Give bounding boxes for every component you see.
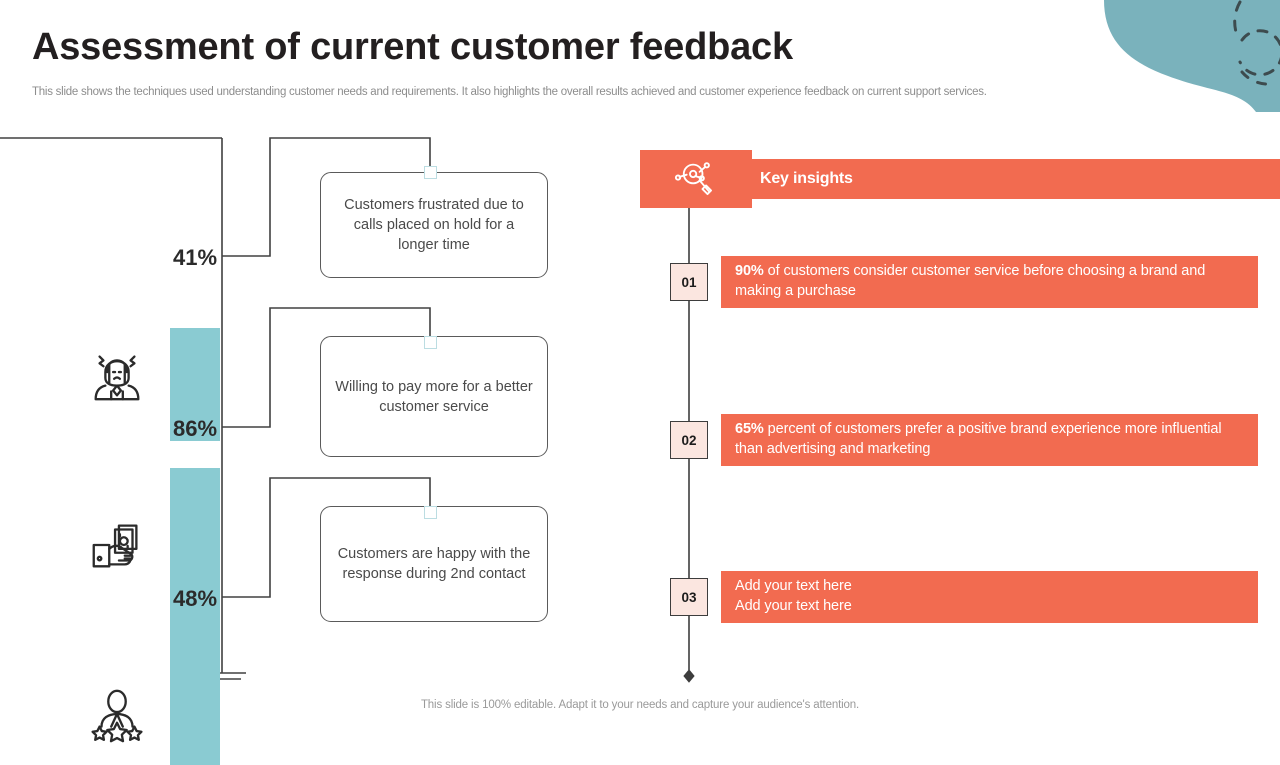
insight-number-01: 01 — [670, 263, 708, 301]
bar-41 — [170, 328, 220, 441]
bar-label-41: 41% — [172, 245, 218, 270]
insight-text-02: 65% percent of customers prefer a positi… — [735, 420, 1244, 459]
desc-card-3: Customers are happy with the response du… — [320, 506, 548, 622]
bar-label-48: 48% — [172, 586, 218, 611]
insight-line1-03: Add your text here — [735, 578, 852, 595]
left-diagram-panel: 41% Customers frustrated due to calls pl… — [0, 128, 600, 765]
insight-row-02: 02 65% percent of customers prefer a pos… — [640, 414, 1280, 466]
insight-number-03: 03 — [670, 578, 708, 616]
insight-lead-02: 65% — [735, 421, 764, 438]
insight-bar-02[interactable]: 65% percent of customers prefer a positi… — [721, 414, 1258, 466]
insight-number-02: 02 — [670, 421, 708, 459]
node-marker-2 — [424, 336, 437, 349]
insight-bar-03[interactable]: Add your text here Add your text here — [721, 571, 1258, 623]
bar-86 — [170, 468, 220, 638]
node-marker-1 — [424, 166, 437, 179]
insight-line2-03: Add your text here — [735, 598, 852, 614]
bar-label-86: 86% — [172, 416, 218, 441]
insight-row-03: 03 Add your text here Add your text here — [640, 571, 1280, 623]
hand-holding-money-icon — [86, 514, 148, 576]
insight-row-01: 01 90% of customers consider customer se… — [640, 256, 1280, 308]
magnifier-analytics-icon — [674, 162, 713, 196]
desc-card-2: Willing to pay more for a better custome… — [320, 336, 548, 457]
insight-bar-01[interactable]: 90% of customers consider customer servi… — [721, 256, 1258, 308]
deco-dashes — [1233, 0, 1280, 86]
key-insights-panel: Key insights 01 90% of customers conside… — [640, 150, 1280, 690]
footer-note: This slide is 100% editable. Adapt it to… — [420, 699, 860, 711]
frustrated-person-icon — [86, 343, 148, 405]
customer-rating-stars-icon — [86, 684, 148, 746]
insight-rest-01: of customers consider customer service b… — [735, 263, 1206, 299]
insight-lead-01: 90% — [735, 263, 764, 280]
page-subtitle: This slide shows the techniques used und… — [32, 86, 987, 98]
key-insights-label: Key insights — [760, 170, 853, 187]
key-insights-header-bar: Key insights — [752, 159, 1280, 199]
page-title: Assessment of current customer feedback — [32, 26, 793, 68]
desc-card-1: Customers frustrated due to calls placed… — [320, 172, 548, 278]
node-marker-3 — [424, 506, 437, 519]
insight-text-01: 90% of customers consider customer servi… — [735, 262, 1244, 301]
key-insights-icon-box — [640, 150, 752, 208]
insight-text-03: Add your text here Add your text here — [735, 577, 852, 616]
insight-rest-02: percent of customers prefer a positive b… — [735, 421, 1222, 457]
